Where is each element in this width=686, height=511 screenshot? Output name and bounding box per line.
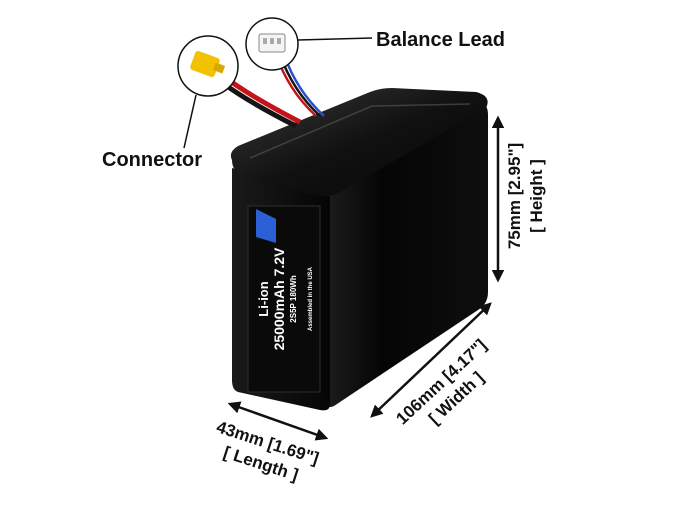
power-wires: [222, 75, 302, 129]
label-capacity-voltage: 25000mAh 7.2V: [271, 247, 287, 350]
height-value-text: 75mm [2.95"]: [505, 143, 524, 249]
balance-lead-callout: [245, 17, 373, 71]
label-chemistry: Li-ion: [256, 281, 271, 316]
height-dimension: 75mm [2.95"] [ Height ]: [491, 115, 546, 283]
label-config: 2S5P 180Wh: [289, 275, 298, 323]
product-label: Li-ion 25000mAh 7.2V 2S5P 180Wh Assemble…: [247, 205, 321, 393]
connector-callout: [177, 35, 239, 149]
label-origin: Assembled in the USA: [308, 266, 314, 331]
balance-lead-text: Balance Lead: [376, 29, 505, 51]
jst-connector-icon: [258, 33, 286, 53]
pack-top-face: [230, 88, 488, 197]
length-dimension: 43mm [1.69"] [ Length ]: [214, 401, 329, 485]
xt-connector-icon: [190, 51, 226, 77]
battery-pack: Li-ion 25000mAh 7.2V 2S5P 180Wh Assemble…: [230, 88, 488, 411]
connector-text: Connector: [102, 149, 202, 171]
brand-logo-icon: [256, 209, 276, 243]
height-name-text: [ Height ]: [527, 159, 546, 233]
pack-side-face: [326, 104, 488, 408]
